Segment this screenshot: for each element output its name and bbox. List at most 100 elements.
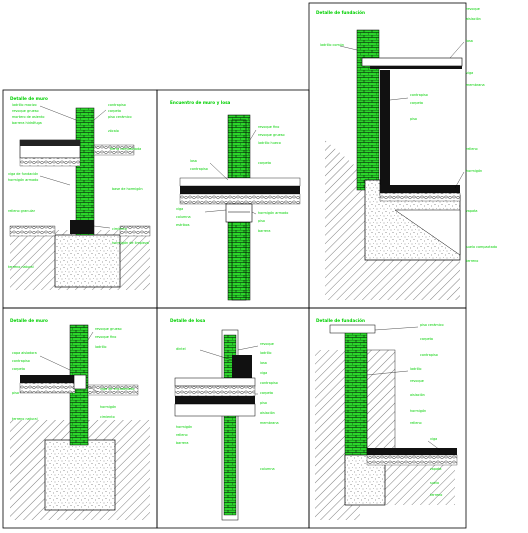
svg-text:terreno: terreno <box>466 259 478 263</box>
brick-wall <box>344 329 368 461</box>
footing <box>44 439 116 511</box>
svg-text:cimiento: cimiento <box>100 415 115 419</box>
svg-text:relleno: relleno <box>176 433 188 437</box>
svg-text:piso: piso <box>258 219 265 223</box>
beam <box>225 203 253 223</box>
svg-text:suelo: suelo <box>430 481 439 485</box>
svg-text:losa: losa <box>466 39 473 43</box>
svg-text:viga de encadenado: viga de encadenado <box>100 387 134 391</box>
svg-text:losa: losa <box>260 361 267 365</box>
gravel-bed <box>9 225 56 237</box>
panel-a-title: Detalle de muro <box>10 96 48 101</box>
svg-text:viga: viga <box>260 371 267 375</box>
svg-text:revoque grueso: revoque grueso <box>95 327 122 331</box>
svg-text:revoque: revoque <box>466 7 480 11</box>
panel-frames <box>2 2 467 529</box>
svg-text:carpeta: carpeta <box>108 109 121 113</box>
panel-a-labels: ladrillo macizo revoque grueso mortero d… <box>8 103 149 269</box>
svg-text:tierra compactada: tierra compactada <box>110 147 141 151</box>
svg-text:membrana: membrana <box>466 83 485 87</box>
svg-text:columna: columna <box>176 215 191 219</box>
svg-text:aislación: aislación <box>260 411 275 415</box>
svg-text:piso: piso <box>12 391 19 395</box>
svg-text:ladrillo macizo: ladrillo macizo <box>12 103 37 107</box>
svg-text:losa: losa <box>190 159 197 163</box>
svg-text:ladrillo: ladrillo <box>95 345 106 349</box>
panel-e: Detalle de losa <box>170 318 256 521</box>
svg-text:estribos: estribos <box>176 223 190 227</box>
svg-text:barrera hidrófuga: barrera hidrófuga <box>12 121 42 125</box>
svg-text:ladrillo hueco: ladrillo hueco <box>258 141 281 145</box>
panel-e-labels: revoque ladrillo losa viga contrapiso ca… <box>176 342 279 471</box>
svg-text:contrapiso: contrapiso <box>12 359 30 363</box>
panel-b-title: Encuentro de muro y losa <box>170 100 231 105</box>
svg-text:revoque grueso: revoque grueso <box>258 133 285 137</box>
svg-text:contrapiso: contrapiso <box>108 103 126 107</box>
svg-text:hormigón: hormigón <box>410 409 426 413</box>
panel-b: Encuentro de muro y losa <box>170 100 301 301</box>
panel-c: Detalle de fundación <box>316 10 463 300</box>
svg-text:carpeta: carpeta <box>258 161 271 165</box>
svg-text:barrera: barrera <box>258 229 270 233</box>
svg-text:suelo compactado: suelo compactado <box>466 245 497 249</box>
svg-text:base de hormigón: base de hormigón <box>112 187 143 191</box>
svg-text:relleno granular: relleno granular <box>8 209 36 213</box>
svg-text:relleno: relleno <box>466 147 478 151</box>
svg-text:contrapiso: contrapiso <box>190 167 208 171</box>
svg-text:capa aisladora: capa aisladora <box>12 351 37 355</box>
svg-text:revoque: revoque <box>410 379 424 383</box>
svg-text:columna: columna <box>260 467 275 471</box>
panel-e-title: Detalle de losa <box>170 318 205 323</box>
svg-text:terreno: terreno <box>430 493 442 497</box>
svg-text:relleno: relleno <box>410 421 422 425</box>
svg-text:aislación: aislación <box>410 393 425 397</box>
svg-text:carpeta: carpeta <box>410 101 423 105</box>
svg-text:piso cerámico: piso cerámico <box>420 323 444 327</box>
svg-text:zapata: zapata <box>430 467 442 471</box>
panel-c-labels: ladrillo común revoque aislación losa vi… <box>320 7 497 263</box>
panel-f-title: Detalle de fundación <box>316 318 365 323</box>
floor-finish <box>20 140 80 146</box>
svg-text:hormigón: hormigón <box>176 425 192 429</box>
svg-text:piso cerámico: piso cerámico <box>108 115 132 119</box>
brick-wall <box>75 107 95 236</box>
svg-text:ladrillo común: ladrillo común <box>320 43 344 47</box>
svg-text:contrapiso: contrapiso <box>410 93 428 97</box>
svg-text:hormigón armado: hormigón armado <box>8 178 38 182</box>
slab <box>180 186 300 194</box>
svg-text:contrapiso: contrapiso <box>420 353 438 357</box>
svg-text:ladrillo: ladrillo <box>410 367 421 371</box>
svg-text:terreno natural: terreno natural <box>12 417 38 421</box>
svg-text:revoque grueso: revoque grueso <box>12 109 39 113</box>
svg-text:zócalo: zócalo <box>108 129 119 133</box>
svg-text:zapata: zapata <box>466 209 478 213</box>
svg-text:revoque: revoque <box>260 342 274 346</box>
svg-text:viga: viga <box>176 207 183 211</box>
panel-d-labels: revoque grueso revoque fino ladrillo cap… <box>12 327 134 421</box>
svg-text:dintel: dintel <box>176 347 186 351</box>
svg-text:membrana: membrana <box>260 421 279 425</box>
brick-wall <box>356 29 380 191</box>
svg-text:mortero de asiento: mortero de asiento <box>12 115 44 119</box>
svg-text:carpeta: carpeta <box>420 337 433 341</box>
panel-d: Detalle de muro <box>10 318 150 520</box>
svg-text:hormigón de limpieza: hormigón de limpieza <box>112 241 149 245</box>
svg-text:terreno natural: terreno natural <box>8 265 34 269</box>
svg-text:barrera: barrera <box>176 441 188 445</box>
svg-text:hormigón armado: hormigón armado <box>258 211 288 215</box>
svg-text:revoque fino: revoque fino <box>95 335 116 339</box>
svg-text:viga de fundación: viga de fundación <box>8 172 38 176</box>
svg-text:aislación: aislación <box>466 17 481 21</box>
insulation <box>380 70 390 190</box>
footing <box>54 234 121 288</box>
svg-text:viga: viga <box>430 437 437 441</box>
svg-text:cimiento: cimiento <box>112 227 127 231</box>
panel-f: Detalle de fundación <box>315 318 458 520</box>
lintel <box>232 355 252 383</box>
svg-text:viga: viga <box>466 71 473 75</box>
svg-text:piso: piso <box>410 117 417 121</box>
panel-d-title: Detalle de muro <box>10 318 48 323</box>
svg-text:piso: piso <box>260 401 267 405</box>
panel-f-labels: piso cerámico carpeta contrapiso ladrill… <box>366 323 444 497</box>
svg-text:contrapiso: contrapiso <box>260 381 278 385</box>
